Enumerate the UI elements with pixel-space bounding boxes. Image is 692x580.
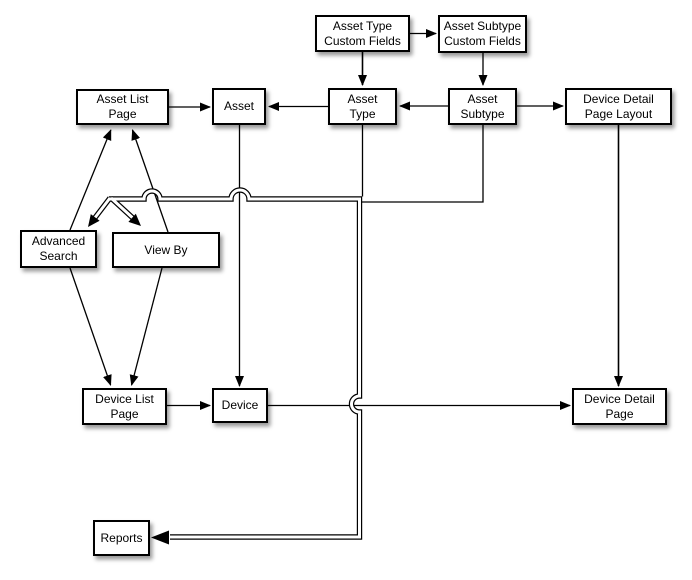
node-device: Device bbox=[212, 388, 268, 423]
node-device-list-page: Device List Page bbox=[82, 388, 167, 425]
edge-advanced-search-to-asset-list-page bbox=[69, 129, 112, 231]
arrowhead-trunk-to-view-by bbox=[128, 213, 141, 226]
edge-view-by-to-asset-list-page bbox=[131, 129, 169, 233]
node-device-detail-page-layout: Device Detail Page Layout bbox=[565, 88, 672, 125]
node-asset: Asset bbox=[212, 88, 266, 125]
edge-view-by-to-device-list-page bbox=[129, 267, 163, 386]
edge-asset-subtype-to-reports-trunk bbox=[362, 125, 484, 203]
node-asset-type-custom-fields: Asset Type Custom Fields bbox=[315, 15, 410, 52]
node-device-detail-page: Device Detail Page bbox=[572, 388, 667, 425]
node-advanced-search: Advanced Search bbox=[20, 230, 97, 268]
node-asset-list-page: Asset List Page bbox=[76, 89, 169, 125]
edge-trunk-to-reports-inner bbox=[92, 188, 361, 539]
node-asset-type: Asset Type bbox=[328, 88, 397, 125]
node-view-by: View By bbox=[112, 232, 220, 268]
arrowhead-trunk-to-reports bbox=[151, 530, 169, 545]
node-asset-subtype-custom-fields: Asset Subtype Custom Fields bbox=[438, 15, 527, 53]
node-reports: Reports bbox=[93, 520, 150, 556]
edge-advanced-search-to-device-list-page bbox=[69, 267, 112, 386]
arrowhead-trunk-to-advanced-search bbox=[88, 214, 100, 227]
node-asset-subtype: Asset Subtype bbox=[448, 88, 517, 125]
